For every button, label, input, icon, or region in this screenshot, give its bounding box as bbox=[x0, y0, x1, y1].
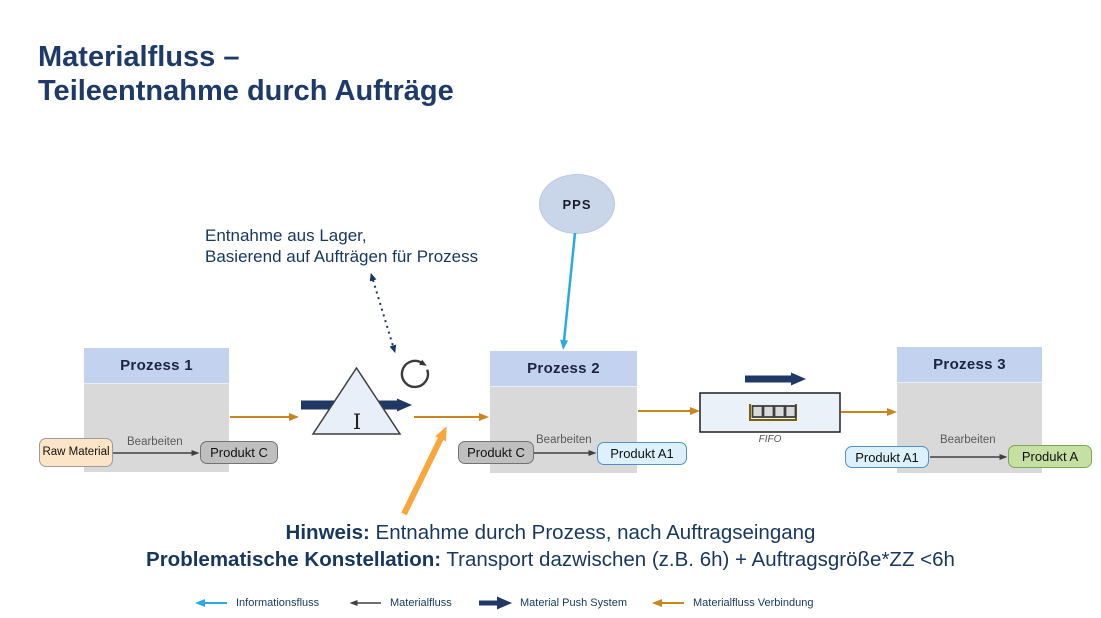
hinweis-callout-arrow bbox=[401, 426, 447, 516]
hinweis-line2: Problematische Konstellation: Transport … bbox=[0, 546, 1101, 573]
legend-label-material-push-system: Material Push System bbox=[520, 597, 627, 609]
fifo-label: FIFO bbox=[758, 434, 782, 445]
process-1-header: Prozess 1 bbox=[84, 348, 229, 384]
produkt-a1-chip-p3: Produkt A1 bbox=[845, 446, 929, 468]
produkt-c-chip-p1: Produkt C bbox=[200, 441, 278, 464]
page-title-line2: Teileentnahme durch Aufträge bbox=[38, 75, 454, 107]
legend-item-materialfluss-verbindung: Materialfluss Verbindung bbox=[650, 594, 813, 612]
produkt-a-chip-p3: Produkt A bbox=[1008, 445, 1092, 468]
process-3-header: Prozess 3 bbox=[897, 347, 1042, 383]
fifo-lane-box bbox=[699, 392, 841, 433]
hinweis-line1: Hinweis: Entnahme durch Prozess, nach Au… bbox=[0, 519, 1101, 546]
hinweis-line2-text: Transport dazwischen (z.B. 6h) + Auftrag… bbox=[441, 548, 955, 571]
legend-item-materialfluss: Materialfluss bbox=[347, 594, 452, 612]
pps-node: PPS bbox=[539, 174, 615, 234]
fifo-queue-icon bbox=[749, 404, 797, 421]
hinweis-line1-bold: Hinweis: bbox=[285, 521, 370, 544]
hinweis-note: Hinweis: Entnahme durch Prozess, nach Au… bbox=[0, 519, 1101, 573]
process-2-header: Prozess 2 bbox=[490, 351, 637, 387]
bearbeiten-label-p2: Bearbeiten bbox=[536, 434, 592, 446]
legend-label-materialfluss-verbindung: Materialfluss Verbindung bbox=[693, 597, 814, 609]
rotation-loop-icon bbox=[400, 359, 430, 389]
produkt-a1-chip-p2: Produkt A1 bbox=[597, 442, 687, 465]
hinweis-line1-text: Entnahme durch Prozess, nach Auftragsein… bbox=[369, 521, 816, 544]
lager-annotation-line1: Entnahme aus Lager, bbox=[205, 226, 367, 245]
inventory-symbol: I bbox=[353, 410, 361, 434]
lager-annotation-line2: Basierend auf Aufträgen für Prozess bbox=[205, 247, 479, 266]
bearbeiten-label-p3: Bearbeiten bbox=[940, 434, 996, 446]
raw-material-chip: Raw Material bbox=[39, 438, 113, 467]
inventory-triangle bbox=[311, 366, 402, 435]
legend-item-material-push-system: Material Push System bbox=[477, 594, 627, 612]
legend-item-informationsfluss: Informationsfluss bbox=[193, 594, 319, 612]
entnahme-dotted-arrow bbox=[369, 272, 397, 354]
legend-label-materialfluss: Materialfluss bbox=[390, 597, 452, 609]
lager-annotation: Entnahme aus Lager, Basierend auf Aufträ… bbox=[205, 225, 478, 267]
legend-label-informationsfluss: Informationsfluss bbox=[236, 597, 320, 609]
informationsfluss-legend-arrow-icon bbox=[195, 599, 227, 607]
verbindung-legend-arrow-icon bbox=[652, 599, 684, 607]
push-system-legend-arrow-icon bbox=[479, 596, 512, 610]
hinweis-line2-bold: Problematische Konstellation: bbox=[146, 548, 442, 571]
informationsfluss-arrow-pps bbox=[560, 232, 577, 350]
materialfluss-legend-arrow-icon bbox=[349, 600, 381, 606]
page-title: Materialfluss – Teileentnahme durch Auft… bbox=[38, 40, 454, 108]
produkt-c-chip-p2: Produkt C bbox=[458, 441, 534, 464]
page-title-line1: Materialfluss – bbox=[38, 41, 240, 73]
bearbeiten-label-p1: Bearbeiten bbox=[127, 436, 183, 448]
pps-label: PPS bbox=[562, 196, 592, 212]
